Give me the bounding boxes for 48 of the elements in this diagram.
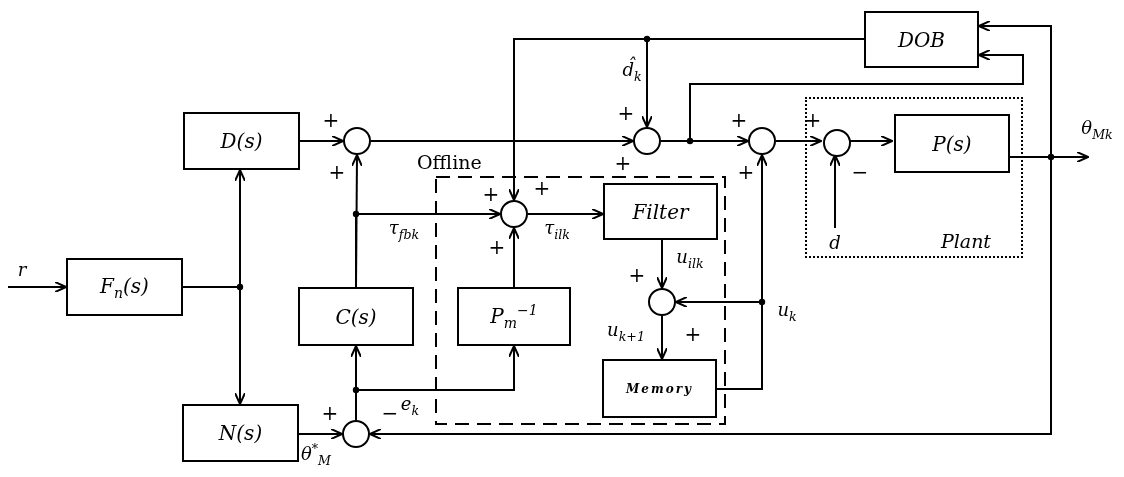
summing-junction [342,420,370,448]
summing-junction [823,129,851,157]
signal-arrow [298,428,343,440]
sign-label: + [617,103,635,123]
sign-label: + [328,162,346,182]
transfer-function-block: DOB [864,11,979,68]
signal-arrow [656,239,668,289]
signal-arrow [656,315,668,360]
group-title: Plant [940,230,991,252]
sign-label: + [684,324,702,344]
sign-label: + [614,153,632,173]
summing-junction [343,127,371,155]
sign-label: + [322,110,340,130]
signal-arrow [370,135,634,147]
sign-label: + [488,237,506,257]
transfer-function-block: P(s) [894,114,1010,173]
sign-label: + [804,110,822,130]
summing-junction [633,127,661,155]
transfer-function-block: Filter [603,183,718,240]
signal-arrow [829,154,841,229]
signal-arrow [716,154,768,390]
sign-label: + [321,403,339,423]
plant-boundary [805,97,1023,258]
signal-arrow [527,208,604,220]
transfer-function-block: N(s) [182,404,299,462]
sign-label: − [381,403,399,423]
signal-arrow [182,286,246,405]
summing-junction [748,127,776,155]
signal-arrow [641,38,865,128]
sign-label: + [482,184,500,204]
transfer-function-block: F$_{n}$(s) [66,258,183,316]
signal-arrow [508,227,520,288]
sign-label: − [851,162,869,182]
signal-arrow [355,345,520,421]
sign-label: + [737,162,755,182]
transfer-function-block: D(s) [183,112,300,170]
signal-arrow [775,135,822,147]
sign-label: + [730,110,748,130]
transfer-function-block: Memory [602,359,717,418]
transfer-function-block: C(s) [298,287,414,346]
summing-junction [500,200,528,228]
sign-label: + [533,178,551,198]
signal-arrow [369,156,1052,440]
signal-arrow [299,135,344,147]
summing-junction [648,288,676,316]
sign-label: + [628,265,646,285]
signal-arrow [7,281,67,293]
group-title: Offline [417,151,482,173]
